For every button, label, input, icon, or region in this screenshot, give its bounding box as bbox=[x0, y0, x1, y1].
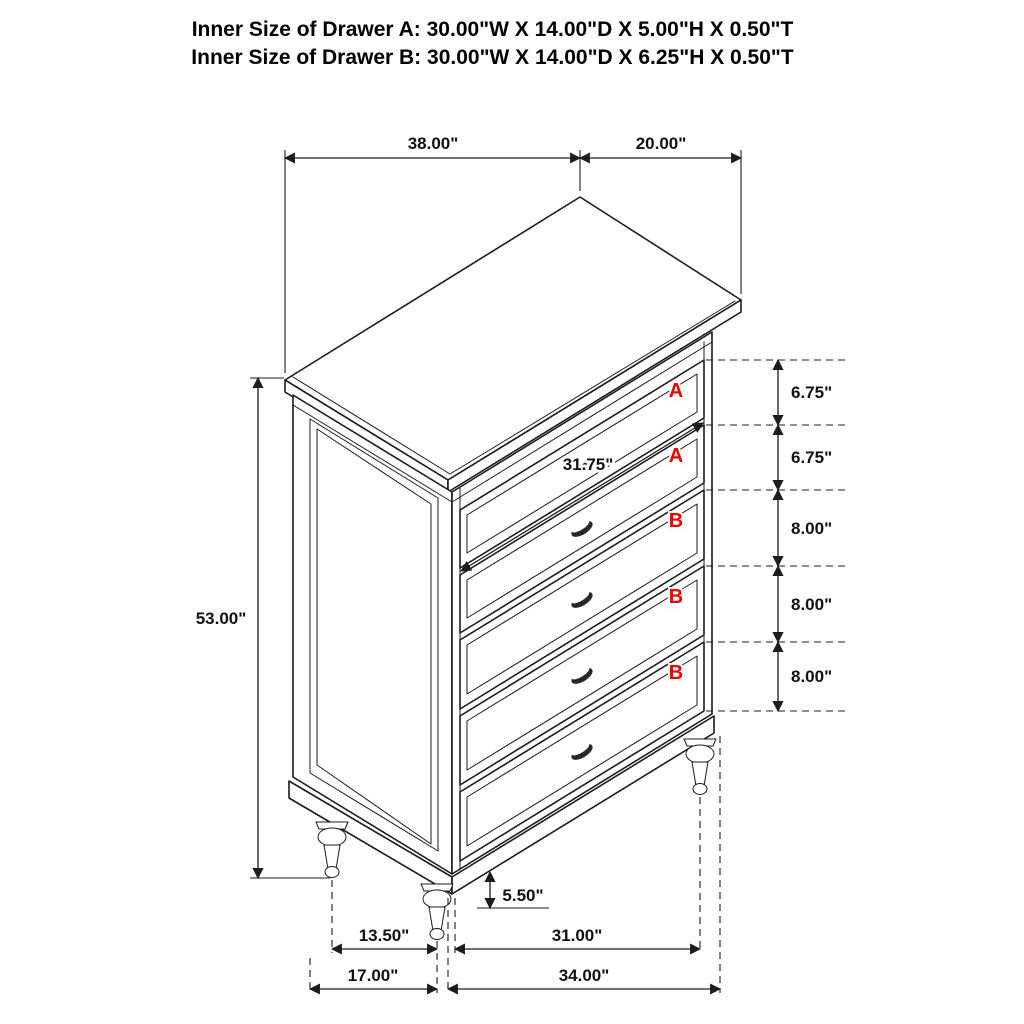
dim-label-leg-spacing-front: 31.00" bbox=[552, 926, 603, 945]
dim-leg-height: 5.50" bbox=[477, 870, 549, 910]
dim-base: 13.50" 31.00" 17.00" 34.00" bbox=[308, 736, 722, 995]
drawer-label: A bbox=[669, 445, 683, 467]
dim-label-leg-spacing-side: 13.50" bbox=[359, 926, 410, 945]
drawer-handle bbox=[571, 743, 593, 760]
side-panel-frame bbox=[309, 418, 439, 852]
dim-label-drawer-3-height: 8.00" bbox=[791, 519, 832, 538]
dim-label-height: 53.00" bbox=[196, 609, 247, 628]
leg-front-right bbox=[683, 738, 717, 795]
extension-lines-base bbox=[309, 736, 721, 993]
side-cornice-line bbox=[292, 404, 453, 503]
dim-drawer-heights: 6.75" 6.75" 8.00" 8.00" 8.00" bbox=[706, 358, 848, 713]
dim-label-drawer-4-height: 8.00" bbox=[791, 595, 832, 614]
side-panel-bevel bbox=[316, 428, 432, 845]
drawer-label: B bbox=[669, 662, 683, 684]
drawer-handle bbox=[571, 667, 593, 684]
drawer-5: B bbox=[459, 641, 705, 862]
drawer-label: B bbox=[669, 586, 683, 608]
drawer-handle bbox=[571, 591, 593, 608]
dim-label-top-depth: 20.00" bbox=[636, 134, 687, 153]
leg-front-left bbox=[420, 883, 454, 940]
dim-label-drawer-width: 31.75" bbox=[563, 455, 614, 474]
dim-line-drawer-width bbox=[460, 422, 704, 572]
drawer-label: B bbox=[669, 510, 683, 532]
dim-label-base-depth: 17.00" bbox=[348, 966, 399, 985]
drawing-title-line-2: Inner Size of Drawer B: 30.00"W X 14.00"… bbox=[191, 46, 794, 69]
base-molding-front bbox=[451, 715, 715, 895]
drawing-title: Inner Size of Drawer A: 30.00"W X 14.00"… bbox=[0, 14, 985, 74]
drawer-bevel bbox=[466, 579, 698, 771]
chest-drawing: A A B B bbox=[284, 196, 742, 940]
dim-label-top-width: 38.00" bbox=[408, 134, 459, 153]
dim-label-drawer-5-height: 8.00" bbox=[791, 667, 832, 686]
dim-label-drawer-1-height: 6.75" bbox=[791, 383, 832, 402]
dim-label-base-width: 34.00" bbox=[559, 966, 610, 985]
dimensions: 38.00" 20.00" 53.00" 6.75" 6.75" 8.00" 8… bbox=[196, 134, 848, 995]
leg-back-left bbox=[315, 821, 349, 878]
drawing-title-line-1: Inner Size of Drawer A: 30.00"W X 14.00"… bbox=[191, 18, 794, 41]
dim-overall-height: 53.00" bbox=[196, 376, 330, 880]
dim-drawer-width: 31.75" bbox=[460, 422, 704, 572]
drawer-4: B bbox=[459, 565, 705, 786]
drawer-bevel bbox=[466, 655, 698, 847]
drawer-label: A bbox=[669, 380, 683, 402]
dim-top-width-depth: 38.00" 20.00" bbox=[283, 134, 743, 373]
dim-label-leg-height: 5.50" bbox=[502, 886, 543, 905]
dim-label-drawer-2-height: 6.75" bbox=[791, 448, 832, 467]
